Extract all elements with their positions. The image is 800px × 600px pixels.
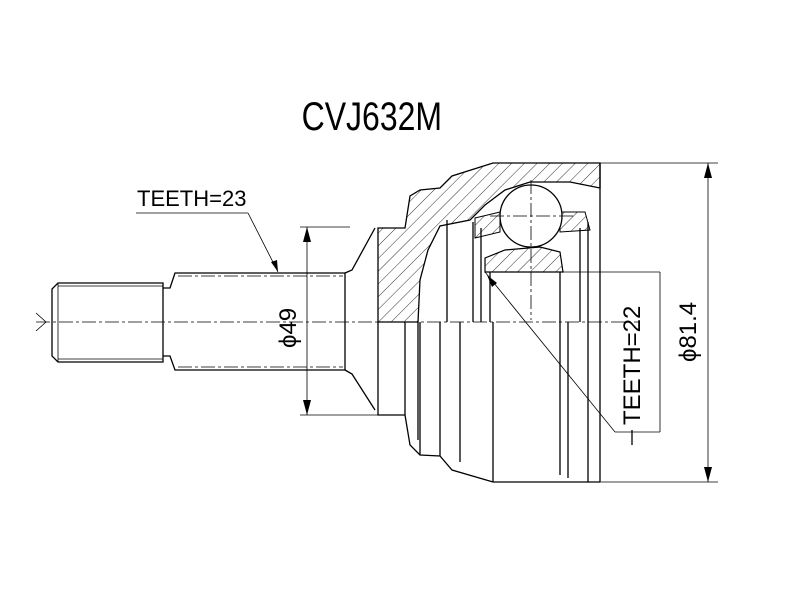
outer-diameter-label: ϕ81.4: [675, 302, 702, 362]
teeth-23-label: TEETH=23: [137, 186, 246, 211]
housing-section: [377, 162, 601, 482]
teeth-22-label: TEETH=22: [619, 306, 646, 425]
splined-shank: [178, 227, 376, 411]
shaft-diameter-label: ϕ49: [275, 308, 302, 348]
outer-diameter-dimension: ϕ81.4: [600, 162, 718, 483]
part-number-title: CVJ632M: [302, 94, 442, 139]
housing-exterior: [377, 322, 600, 483]
end-arrow-mark: [35, 312, 47, 332]
shaft-diameter-dimension: ϕ49: [275, 226, 378, 416]
teeth-22-annotation: TEETH=22: [484, 271, 661, 445]
threaded-stub: [51, 272, 346, 371]
